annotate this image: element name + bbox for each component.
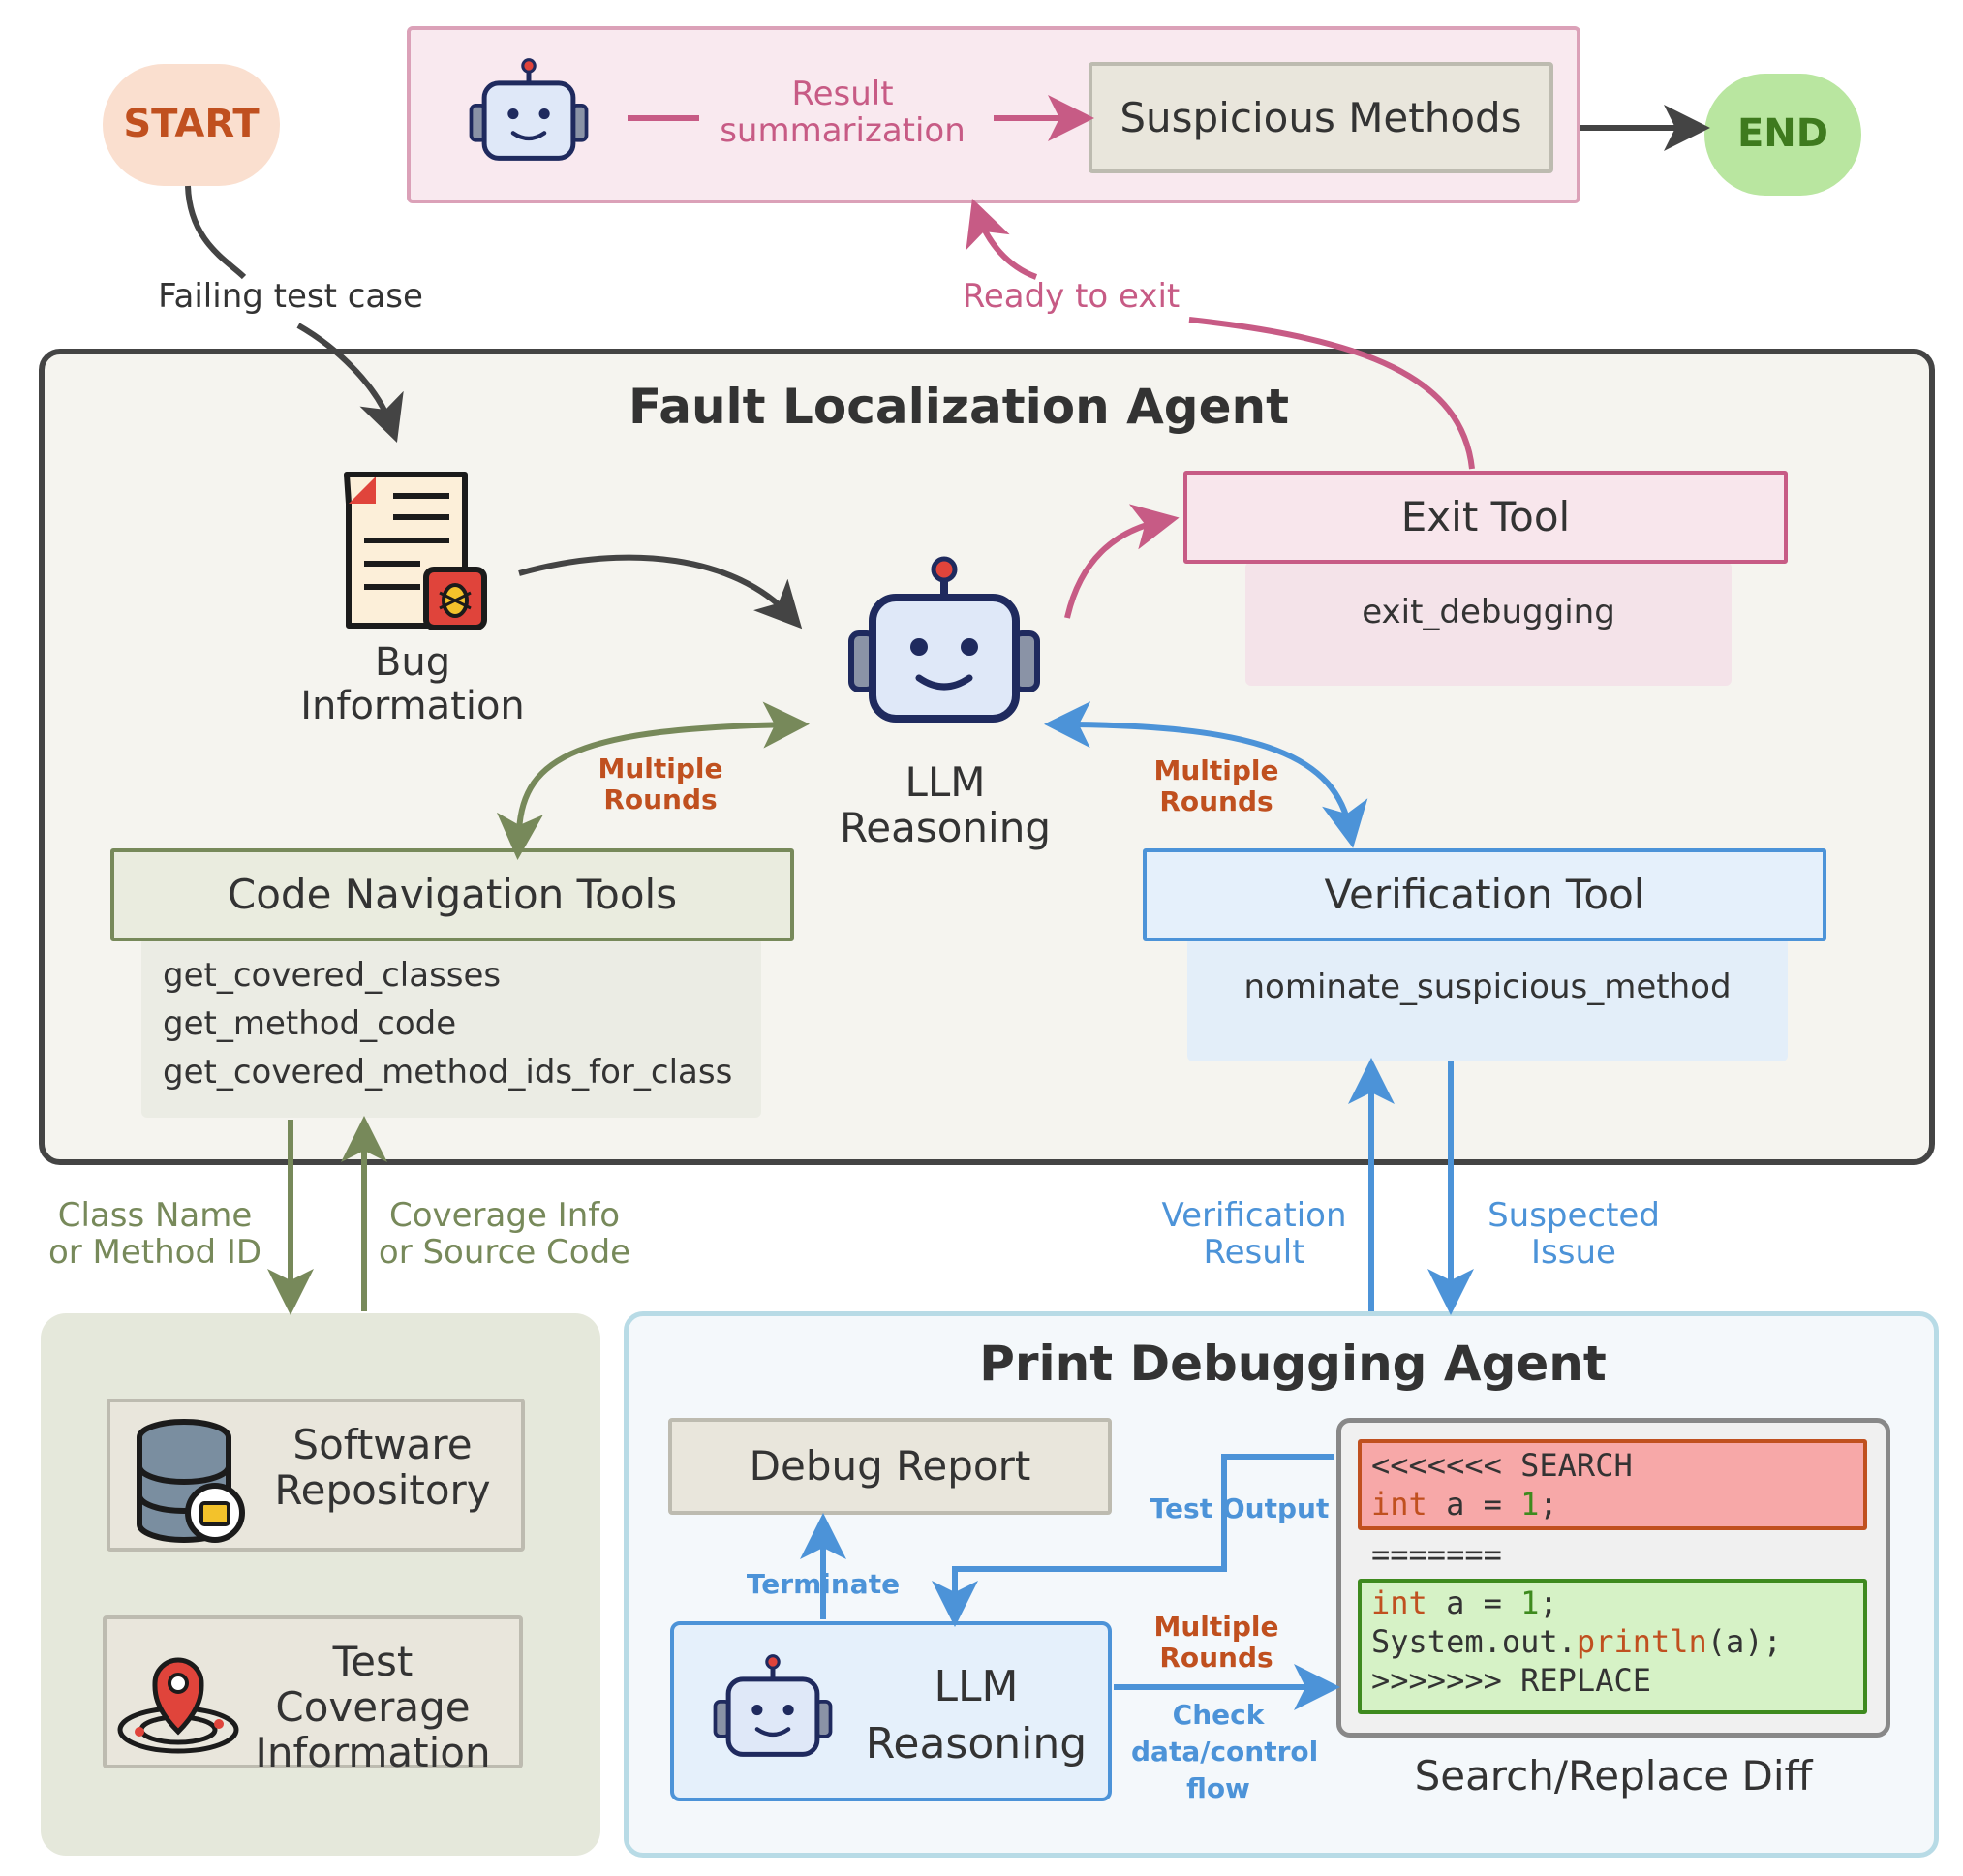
llm-reasoning-label: LLM Reasoning (839, 758, 1052, 852)
method-println: println (1576, 1623, 1707, 1660)
failing-test-arrow (185, 185, 247, 280)
code-navigation-functions-panel (141, 938, 761, 1118)
end-node (1704, 74, 1861, 196)
class-name-label: Class Name or Method ID (47, 1196, 262, 1273)
code-navigation-tools-box (110, 848, 794, 941)
ready-to-exit-arrow (966, 199, 1038, 280)
code-text: System.out. (1371, 1623, 1577, 1660)
keyword-int: int (1371, 1584, 1427, 1621)
verification-tool-box (1143, 848, 1826, 941)
exit-tool-functions-panel (1245, 562, 1732, 686)
function-nominate-suspicious-method: nominate_suspicious_method (1243, 968, 1732, 1006)
suspicious-methods-box (1089, 62, 1553, 173)
check-flow-label: Check data/control flow (1131, 1699, 1319, 1805)
verification-result-label: Verification Result (1161, 1196, 1347, 1273)
coverage-info-label: Coverage Info or Source Code (378, 1196, 631, 1273)
end-label: END (1736, 111, 1828, 156)
diff-separator: ======= (1371, 1536, 1502, 1573)
function-get-covered-method-ids: get_covered_method_ids_for_class (163, 1053, 733, 1092)
code-text: ; (1539, 1486, 1558, 1522)
ready-to-exit-label: Ready to exit (955, 278, 1187, 315)
function-get-method-code: get_method_code (163, 1004, 457, 1043)
exit-tool-label: Exit Tool (1400, 493, 1571, 540)
multiple-rounds-label-bottom: Multiple Rounds (1153, 1611, 1279, 1675)
diff-search-code: int a = 1; (1371, 1486, 1558, 1522)
fault-localization-title: Fault Localization Agent (628, 379, 1289, 435)
diff-search-marker: <<<<<<< SEARCH (1371, 1447, 1633, 1484)
exit-tool-function: exit_debugging (1362, 593, 1615, 631)
verification-functions-panel (1187, 938, 1788, 1061)
multiple-rounds-label-left: Multiple Rounds (598, 753, 723, 816)
print-debugging-title: Print Debugging Agent (979, 1336, 1607, 1392)
literal-number: 1 (1520, 1584, 1540, 1621)
code-text: ; (1539, 1584, 1558, 1621)
diff-replace-block (1358, 1579, 1867, 1714)
exit-tool-box (1183, 471, 1788, 564)
code-text: (a); (1706, 1623, 1782, 1660)
bug-information-label: Bug Information (300, 640, 525, 728)
diff-replace-marker: >>>>>>> REPLACE (1371, 1662, 1651, 1699)
code-navigation-tools-label: Code Navigation Tools (227, 871, 678, 918)
llm-reasoning-box-label: LLM Reasoning (865, 1662, 1088, 1769)
code-text: a = (1426, 1486, 1521, 1522)
diff-caption: Search/Replace Diff (1414, 1752, 1813, 1799)
multiple-rounds-label-right: Multiple Rounds (1153, 754, 1279, 818)
literal-number: 1 (1520, 1486, 1540, 1522)
start-label: START (123, 102, 260, 146)
debug-report-label: Debug Report (749, 1442, 1031, 1490)
terminate-label: Terminate (736, 1568, 910, 1601)
keyword-int: int (1371, 1486, 1427, 1522)
test-coverage-label: Test Coverage Information (255, 1638, 491, 1777)
code-text: a = (1426, 1584, 1521, 1621)
result-summarization-label: Result summarization (720, 75, 966, 151)
function-get-covered-classes: get_covered_classes (163, 956, 502, 995)
suspected-issue-label: Suspected Issue (1488, 1196, 1660, 1273)
test-output-label: Test Output (1143, 1492, 1336, 1525)
start-node (103, 64, 280, 186)
diff-replace-line-2: System.out.println(a); (1371, 1623, 1782, 1660)
failing-test-case-label: Failing test case (136, 278, 445, 315)
suspicious-methods-label: Suspicious Methods (1120, 94, 1522, 141)
software-repository-label: Software Repository (274, 1421, 491, 1515)
diff-search-block (1358, 1439, 1867, 1530)
diff-replace-line-1: int a = 1; (1371, 1584, 1558, 1621)
verification-tool-label: Verification Tool (1324, 871, 1645, 918)
